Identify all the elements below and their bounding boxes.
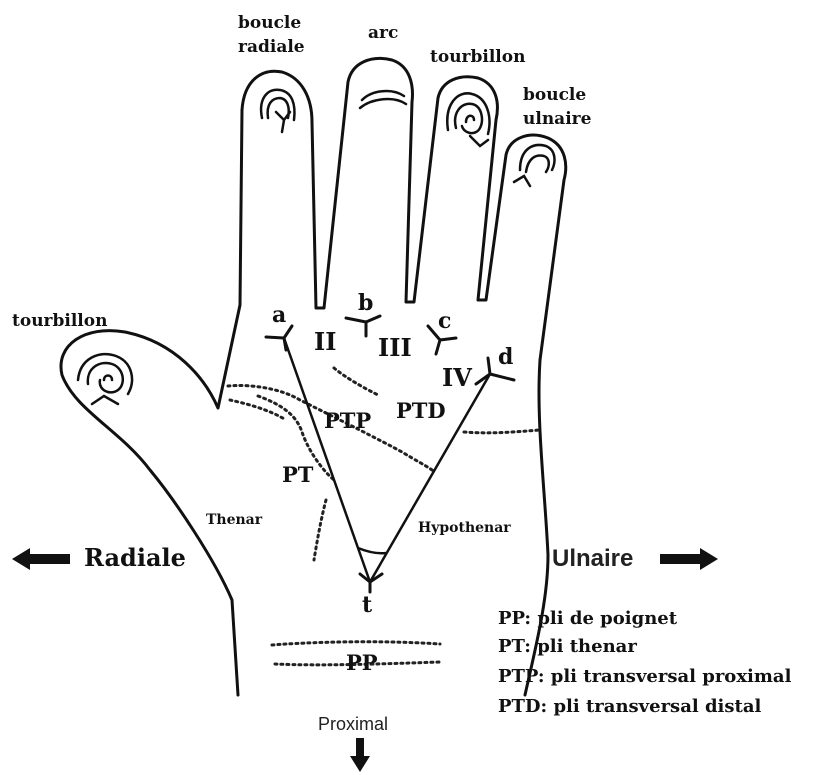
- legend: PP: pli de poignet PT: pli thenar PTP: p…: [498, 608, 792, 717]
- ptp-label: PTP: [324, 408, 371, 433]
- ulnar-direction-label: Ulnaire: [552, 545, 633, 572]
- triradius-d-label: d: [498, 344, 513, 370]
- thumb-whorl-label: tourbillon: [12, 311, 107, 331]
- radial-loop-label-line1: boucle: [238, 13, 301, 33]
- radial-loop-label-line2: radiale: [238, 37, 305, 57]
- radial-direction-label: Radiale: [84, 543, 186, 572]
- middle-whorl-pattern: [447, 93, 489, 146]
- ptd-label: PTD: [396, 398, 446, 423]
- hypothenar-label: Hypothenar: [418, 520, 511, 536]
- triradius-t-label: t: [362, 592, 373, 618]
- arch-label: arc: [368, 23, 398, 43]
- interdigital-iv-label: IV: [442, 363, 472, 392]
- ulnar-arrow-icon: [660, 548, 718, 570]
- proximal-direction-label: Proximal: [318, 714, 388, 734]
- triradius-t: [360, 574, 382, 592]
- middle-whorl-label: tourbillon: [430, 47, 525, 67]
- interdigital-iii-label: III: [378, 333, 412, 362]
- radial-arrow-icon: [12, 548, 70, 570]
- legend-item-ptd: PTD: pli transversal distal: [498, 696, 761, 717]
- arch-pattern: [360, 91, 406, 108]
- thenar-label: Thenar: [206, 512, 263, 528]
- radial-loop-pattern: [261, 90, 294, 132]
- triradius-b-label: b: [358, 290, 373, 316]
- hand-outline: [61, 58, 566, 695]
- legend-item-ptp: PTP: pli transversal proximal: [498, 666, 792, 687]
- legend-item-pt: PT: pli thenar: [498, 636, 637, 657]
- palmar-creases: [228, 368, 540, 665]
- triradius-c-label: c: [438, 308, 451, 334]
- interdigital-ii-label: II: [314, 327, 336, 356]
- pt-label: PT: [282, 462, 314, 487]
- ulnar-loop-label-line1: boucle: [523, 85, 586, 105]
- proximal-arrow-icon: [350, 738, 370, 772]
- pp-label: PP: [346, 650, 378, 675]
- triradius-a-label: a: [272, 302, 286, 328]
- ulnar-loop-label-line2: ulnaire: [523, 109, 592, 129]
- triradius-b: [346, 316, 380, 336]
- ulnar-loop-pattern: [514, 145, 554, 186]
- legend-item-pp: PP: pli de poignet: [498, 608, 678, 629]
- thumb-whorl-pattern: [78, 354, 132, 404]
